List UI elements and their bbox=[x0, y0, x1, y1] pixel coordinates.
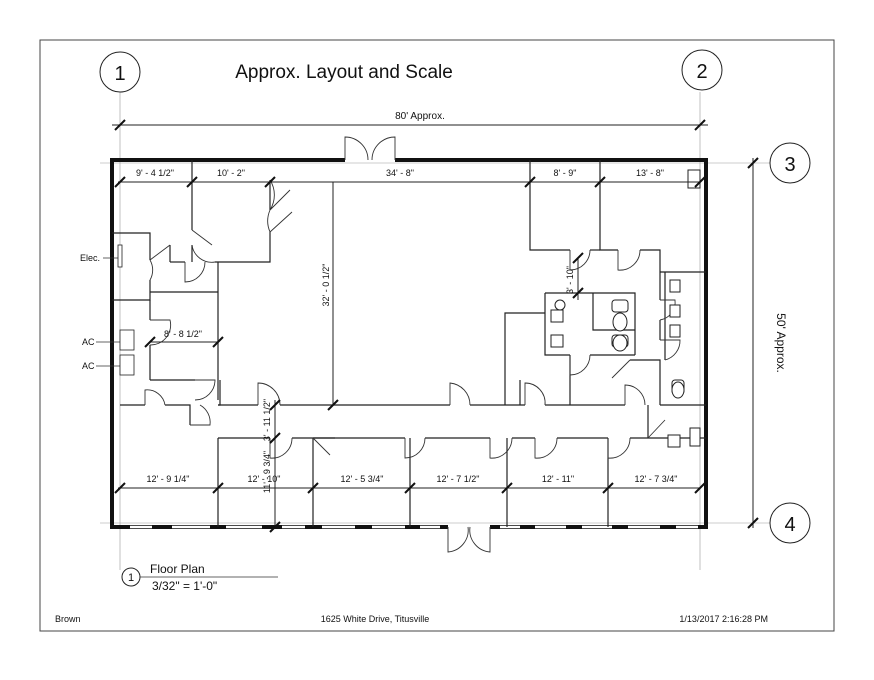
exterior-walls bbox=[110, 158, 708, 529]
bottom-dimension-string: 12' - 9 1/4" 12' - 10" 12' - 5 3/4" 12' … bbox=[114, 474, 706, 494]
ac-unit-1: AC bbox=[82, 329, 135, 351]
footer-address: 1625 White Drive, Titusville bbox=[321, 614, 430, 624]
elec-label: Elec. bbox=[80, 244, 123, 268]
restroom-hall-dimension: 3' - 10" bbox=[565, 252, 584, 300]
dim-bottom-1: 12' - 9 1/4" bbox=[147, 474, 190, 484]
svg-text:1: 1 bbox=[114, 63, 125, 85]
overall-depth-label: 50' Approx. bbox=[774, 313, 788, 373]
top-dimension-string: 9' - 4 1/2" 10' - 2" 34' - 8" 8' - 9" 13… bbox=[114, 168, 706, 188]
sheet-title: Approx. Layout and Scale bbox=[235, 62, 453, 83]
overall-width-dimension: 80' Approx. bbox=[112, 111, 708, 131]
dim-top-1: 9' - 4 1/2" bbox=[136, 168, 174, 178]
view-number: 1 bbox=[128, 572, 134, 584]
dim-bottom-2: 12' - 10" bbox=[248, 474, 281, 484]
main-room-depth-dimension: 32' - 0 1/2" bbox=[321, 182, 339, 411]
corridor-office-dimensions: 3' - 11 1/2" 11' - 9 3/4" bbox=[262, 399, 281, 533]
svg-text:AC: AC bbox=[82, 337, 95, 347]
dim-main-room-depth: 32' - 0 1/2" bbox=[321, 264, 331, 307]
front-entry-double-door bbox=[344, 136, 396, 161]
dim-restroom-hall: 3' - 10" bbox=[565, 266, 575, 294]
grid-bubble-2: 2 bbox=[681, 49, 723, 91]
dim-office-depth: 11' - 9 3/4" bbox=[262, 451, 272, 493]
svg-text:AC: AC bbox=[82, 361, 95, 371]
dim-bottom-6: 12' - 7 3/4" bbox=[635, 474, 678, 484]
dim-top-5: 13' - 8" bbox=[636, 168, 664, 178]
dim-top-4: 8' - 9" bbox=[554, 168, 577, 178]
dim-corridor-width: 3' - 11 1/2" bbox=[262, 399, 272, 441]
svg-text:3: 3 bbox=[784, 154, 795, 176]
svg-text:4: 4 bbox=[784, 514, 795, 536]
footer-author: Brown bbox=[55, 614, 81, 624]
dim-bottom-5: 12' - 11" bbox=[542, 474, 574, 484]
dim-bottom-4: 12' - 7 1/2" bbox=[437, 474, 480, 484]
overall-depth-dimension: 50' Approx. bbox=[747, 157, 788, 529]
dim-small-room-width: 8' - 8 1/2" bbox=[164, 329, 202, 339]
rear-entry-double-door bbox=[447, 526, 491, 553]
interior-door-swings bbox=[144, 179, 681, 459]
view-name: Floor Plan bbox=[150, 562, 205, 576]
view-scale: 3/32" = 1'-0" bbox=[152, 579, 217, 593]
dim-bottom-3: 12' - 5 3/4" bbox=[341, 474, 384, 484]
grid-bubble-3: 3 bbox=[769, 142, 811, 184]
sheet-border bbox=[39, 39, 835, 632]
ac-unit-2: AC bbox=[82, 354, 135, 376]
svg-text:2: 2 bbox=[696, 61, 707, 83]
restroom-fixtures bbox=[550, 169, 701, 448]
dim-top-3: 34' - 8" bbox=[386, 168, 414, 178]
svg-text:Elec.: Elec. bbox=[80, 253, 100, 263]
small-room-dimension: 8' - 8 1/2" bbox=[144, 329, 224, 348]
dim-top-2: 10' - 2" bbox=[217, 168, 245, 178]
grid-bubble-1: 1 bbox=[99, 51, 141, 93]
grid-bubble-4: 4 bbox=[769, 502, 811, 544]
overall-width-label: 80' Approx. bbox=[395, 111, 445, 122]
footer-timestamp: 1/13/2017 2:16:28 PM bbox=[679, 614, 768, 624]
view-title-block: 1 Floor Plan 3/32" = 1'-0" bbox=[121, 562, 278, 593]
